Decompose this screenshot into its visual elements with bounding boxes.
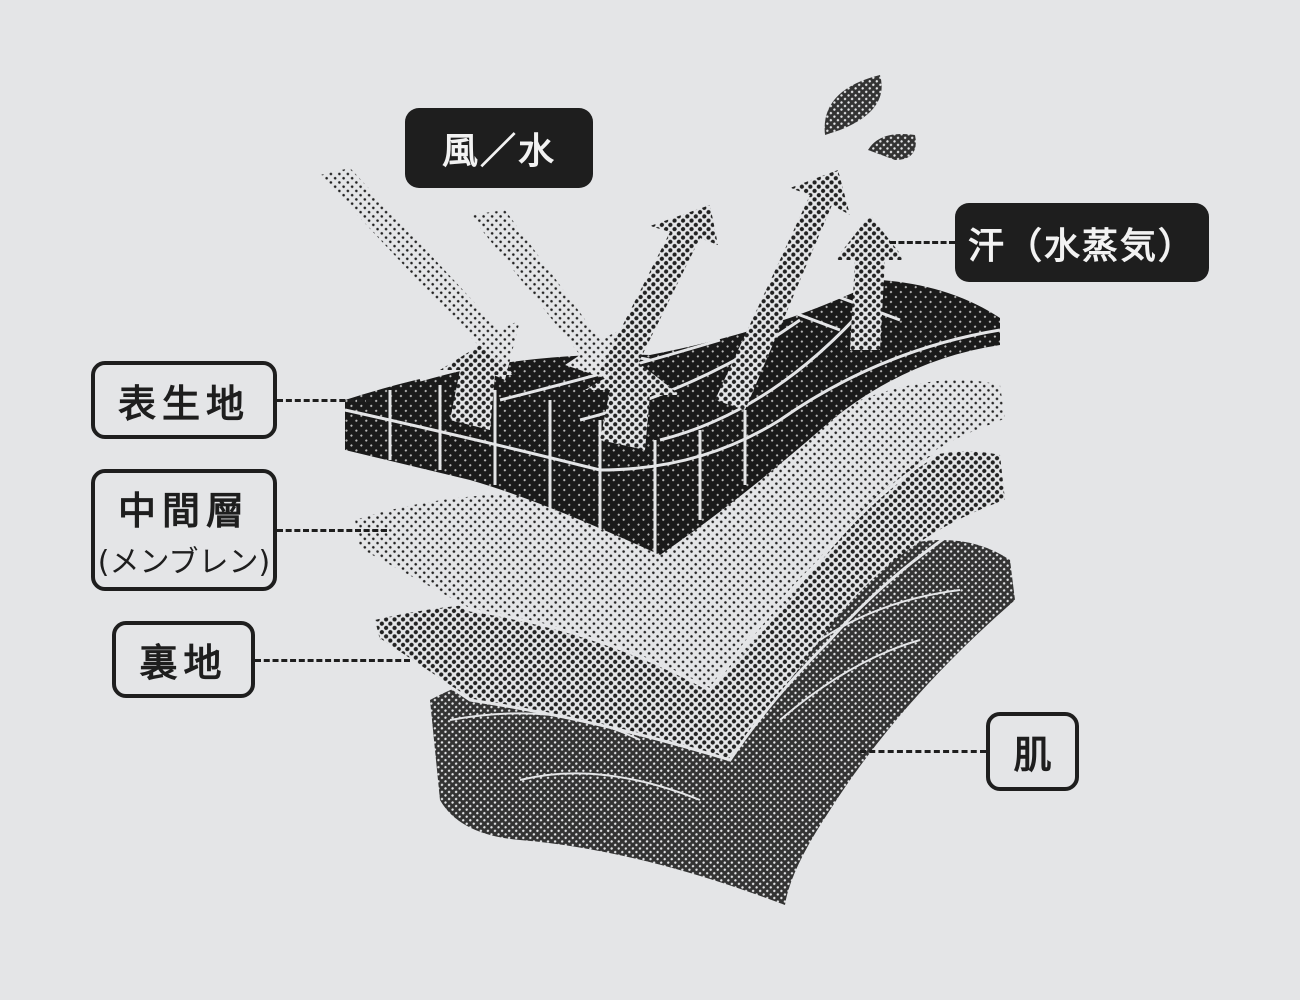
- skin-label: 肌: [986, 712, 1079, 791]
- lining-label: 裏地: [112, 621, 255, 698]
- outer-fabric-text: 表生地: [117, 381, 250, 426]
- outer-fabric-leader-line: [277, 399, 372, 402]
- membrane-leader-line: [277, 529, 387, 532]
- lining-text: 裏地: [139, 641, 228, 685]
- wind-arrows: [320, 168, 620, 380]
- sweat-leader-line: [890, 241, 955, 244]
- membrane-subtext: (メンブレン): [97, 544, 271, 580]
- vapor-arrows: [440, 170, 905, 450]
- lining-leader-line: [255, 659, 410, 662]
- skin-leader-line: [860, 750, 986, 753]
- sweat-label: 汗（水蒸気）: [955, 203, 1209, 282]
- outer-fabric-label: 表生地: [91, 361, 277, 439]
- wind-water-label: 風／水: [405, 108, 593, 188]
- membrane-label: 中間層 (メンブレン): [91, 469, 277, 591]
- membrane-text: 中間層: [117, 488, 250, 533]
- skin-text: 肌: [1013, 733, 1052, 777]
- water-droplet-icon: [824, 75, 916, 160]
